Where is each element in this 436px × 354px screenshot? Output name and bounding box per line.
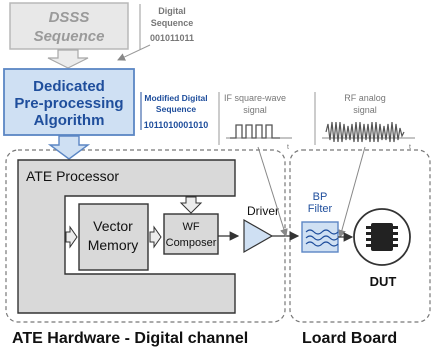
driver-triangle-icon <box>243 218 274 254</box>
rf-axis-label: t <box>409 144 411 151</box>
modified-seq-line1: Modified Digital <box>144 93 207 103</box>
dsss-label-line1: DSSS <box>49 9 90 26</box>
digital-seq-pointer <box>117 44 151 61</box>
vector-memory-line2: Memory <box>88 237 139 253</box>
if-signal-line2: signal <box>243 105 267 115</box>
modified-seq-bits: 1011010001010 <box>144 120 209 130</box>
rf-signal-pointer <box>338 146 366 238</box>
bp-filter-line1: BP <box>313 191 328 203</box>
wf-composer-box: WF Composer <box>163 213 219 255</box>
hollow-down-arrow-1 <box>47 49 89 69</box>
hollow-right-arrow-mid <box>149 225 162 249</box>
driver-label: Driver <box>247 204 279 218</box>
algorithm-line1: Dedicated <box>33 78 105 95</box>
digital-seq-line2: Sequence <box>151 18 194 28</box>
hollow-down-arrow-2 <box>179 196 203 214</box>
rf-analog-wave <box>325 121 405 143</box>
load-board-region <box>289 149 431 323</box>
rf-signal-line1: RF analog <box>344 93 386 103</box>
vector-memory-line1: Vector <box>93 218 133 234</box>
modified-seq-line2: Sequence <box>156 104 196 114</box>
digital-sequence-label: Digital Sequence 001011011 <box>139 4 194 50</box>
ate-hardware-caption: ATE Hardware - Digital channel <box>12 330 248 347</box>
blue-down-arrow <box>47 135 91 160</box>
rf-signal-label: RF analog signal t <box>314 92 415 151</box>
dsss-sequence-box: DSSS Sequence <box>9 2 129 50</box>
if-signal-label: IF square-wave signal t <box>218 92 292 151</box>
ate-processor-label: ATE Processor <box>26 168 119 184</box>
if-signal-pointer <box>257 146 288 237</box>
bp-filter-icon <box>301 221 339 253</box>
dut-chip-icon <box>353 208 411 266</box>
preprocessing-algorithm-box: Dedicated Pre-processing Algorithm <box>3 68 135 136</box>
hollow-right-arrow-left <box>65 225 78 249</box>
algorithm-line3: Algorithm <box>34 112 105 129</box>
if-square-wave <box>230 124 280 139</box>
rf-signal-line2: signal <box>353 105 377 115</box>
modified-sequence-label: Modified Digital Sequence 1011010001010 <box>140 92 209 130</box>
if-axis-label: t <box>287 144 289 151</box>
dsss-label-line2: Sequence <box>34 28 105 45</box>
load-board-caption: Loard Board <box>302 330 397 347</box>
digital-seq-line1: Digital <box>158 6 186 16</box>
wf-composer-line1: WF <box>182 221 199 233</box>
if-signal-line1: IF square-wave <box>224 93 286 103</box>
ate-processor-block <box>17 159 236 314</box>
digital-seq-bits: 001011011 <box>150 33 194 43</box>
dut-label: DUT <box>370 274 397 289</box>
bp-filter-line2: Filter <box>308 203 333 215</box>
algorithm-line2: Pre-processing <box>14 95 123 112</box>
vector-memory-box: Vector Memory <box>78 203 149 271</box>
wf-composer-line2: Composer <box>166 237 217 249</box>
ate-hardware-region <box>5 149 286 323</box>
